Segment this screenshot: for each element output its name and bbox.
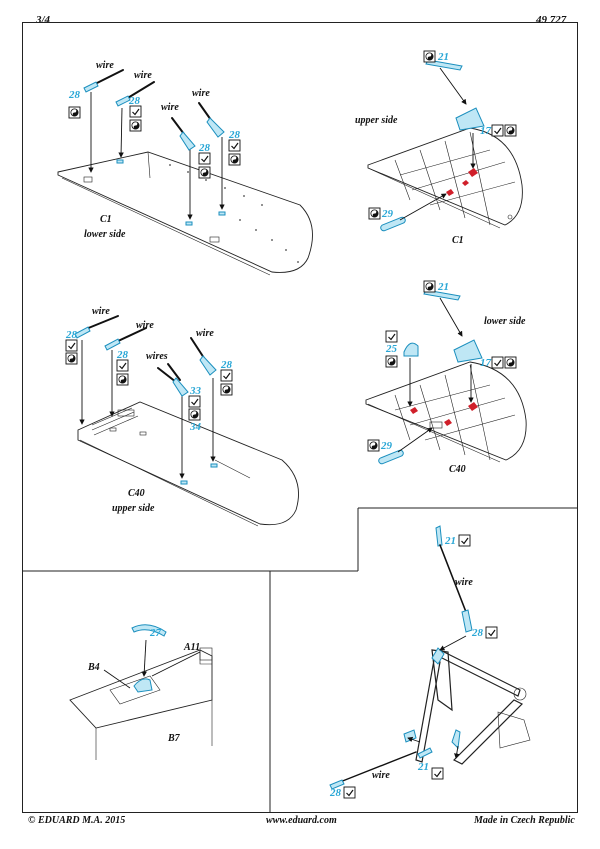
part-number: 28: [220, 359, 233, 371]
yin-yang-icon: [423, 50, 436, 63]
page-number: 3/4: [36, 14, 51, 26]
label-b7: B7: [167, 733, 181, 744]
label-wire: wire: [455, 577, 473, 588]
part-number: 28: [65, 329, 78, 341]
yin-yang-icon: [504, 356, 517, 369]
yin-yang-icon: [367, 439, 380, 452]
part-number: 29: [381, 208, 394, 220]
part-number: 21: [437, 281, 449, 293]
check-icon: [228, 139, 241, 152]
yin-yang-icon: [228, 153, 241, 166]
part-number: 17: [480, 357, 492, 369]
label-wire: wire: [192, 88, 210, 99]
origin: Made in Czech Republic: [474, 815, 575, 826]
yin-yang-icon: [385, 355, 398, 368]
part-number: 21: [437, 51, 449, 63]
label-upper-side: upper side: [355, 115, 398, 126]
yin-yang-icon: [423, 280, 436, 293]
part-number: 28: [116, 349, 129, 361]
website: www.eduard.com: [266, 815, 337, 826]
label-c40: C40: [128, 488, 145, 499]
kit-number: 49 727: [536, 14, 567, 26]
label-lower-side: lower side: [484, 316, 526, 327]
wing-c40-upper: [74, 315, 299, 527]
label-wires: wires: [146, 351, 168, 362]
part-number: 17: [480, 125, 492, 137]
yin-yang-icon: [504, 124, 517, 137]
label-wire: wire: [134, 70, 152, 81]
check-icon: [385, 330, 398, 343]
label-wire: wire: [372, 770, 390, 781]
landing-gear-detail: [329, 525, 531, 790]
yin-yang-icon: [188, 408, 201, 421]
wingtip-c1-upper: [367, 59, 523, 232]
part-number: 21: [417, 761, 429, 773]
label-a11: A11: [183, 642, 200, 653]
label-c1: C1: [452, 235, 464, 246]
instruction-frame: [22, 22, 578, 813]
part-number: 29: [380, 440, 393, 452]
label-wire: wire: [96, 60, 114, 71]
part-number: 34: [189, 421, 202, 433]
check-icon: [116, 359, 129, 372]
check-icon: [431, 767, 444, 780]
label-upper-side: upper side: [112, 503, 155, 514]
part-number: 28: [329, 787, 342, 799]
check-icon: [343, 786, 356, 799]
label-wire: wire: [161, 102, 179, 113]
check-icon: [65, 339, 78, 352]
check-icon: [198, 152, 211, 165]
part-number: 28: [128, 95, 141, 107]
yin-yang-icon: [198, 166, 211, 179]
check-icon: [188, 395, 201, 408]
yin-yang-icon: [220, 383, 233, 396]
cockpit-detail: [69, 624, 213, 760]
yin-yang-icon: [368, 207, 381, 220]
check-icon: [220, 369, 233, 382]
part-number: 21: [444, 535, 456, 547]
yin-yang-icon: [129, 119, 142, 132]
label-wire: wire: [136, 320, 154, 331]
copyright: © EDUARD M.A. 2015: [28, 815, 126, 826]
label-wire: wire: [196, 328, 214, 339]
check-icon: [485, 626, 498, 639]
wingtip-c40-lower: [365, 289, 527, 465]
yin-yang-icon: [65, 352, 78, 365]
part-number: 25: [385, 343, 398, 355]
yin-yang-icon: [68, 106, 81, 119]
check-icon: [491, 124, 504, 137]
check-icon: [491, 356, 504, 369]
part-number: 33: [189, 385, 202, 397]
yin-yang-icon: [116, 373, 129, 386]
label-c40: C40: [449, 464, 466, 475]
part-number: 28: [471, 627, 484, 639]
part-number: 28: [228, 129, 241, 141]
label-lower-side: lower side: [84, 229, 126, 240]
part-number: 27: [149, 627, 162, 639]
label-wire: wire: [92, 306, 110, 317]
check-icon: [458, 534, 471, 547]
part-number: 28: [68, 89, 81, 101]
check-icon: [129, 105, 142, 118]
wing-c1-lower: [57, 69, 313, 276]
part-number: 28: [198, 142, 211, 154]
label-b4: B4: [87, 662, 100, 673]
label-c1: C1: [100, 214, 112, 225]
